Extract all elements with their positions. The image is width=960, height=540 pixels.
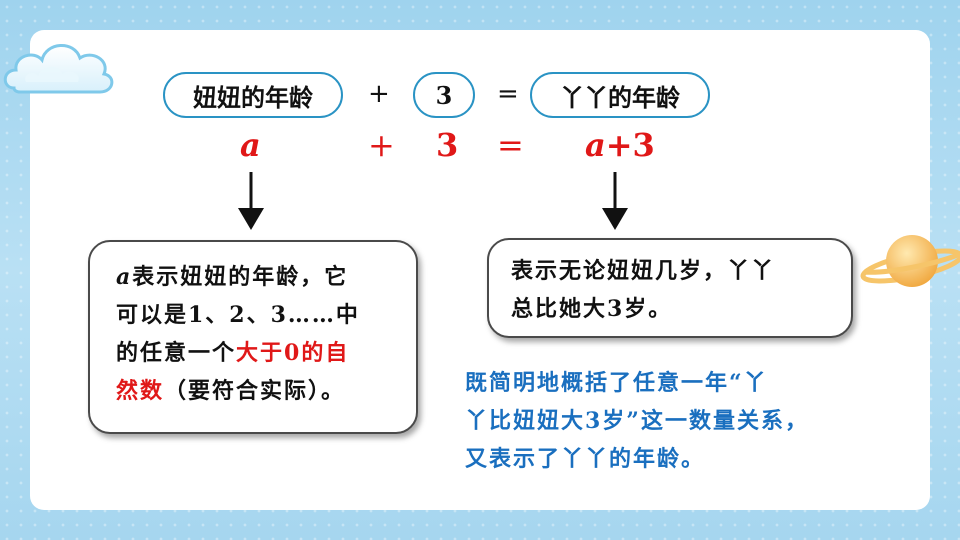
pill-three: 3 (413, 72, 475, 118)
explanation-box-a: a表示妞妞的年龄，它 可以是1、2、3……中 的任意一个大于0的自 然数（要符合… (88, 240, 418, 434)
expr-equals: = (497, 126, 524, 164)
expr-result: a+3 (585, 126, 655, 164)
plus-sign: + (368, 79, 390, 109)
cloud-icon (3, 44, 114, 94)
summary-note: 既简明地概括了任意一年“丫 丫比妞妞大3岁”这一数量关系， 又表示了丫丫的年龄。 (465, 370, 809, 472)
expr-three: 3 (436, 126, 459, 164)
arrow-down-icon (602, 172, 628, 230)
pill-yaya-age: 丫丫的年龄 (530, 72, 710, 118)
pill-sister-age: 妞妞的年龄 (163, 72, 343, 118)
arrow-down-icon (238, 172, 264, 230)
expr-plus: + (368, 126, 395, 164)
var-a: a (240, 126, 261, 164)
explanation-box-result: 表示无论妞妞几岁，丫丫 总比她大3岁。 (487, 238, 853, 338)
planet-icon (860, 235, 960, 287)
equals-sign: = (497, 79, 519, 109)
